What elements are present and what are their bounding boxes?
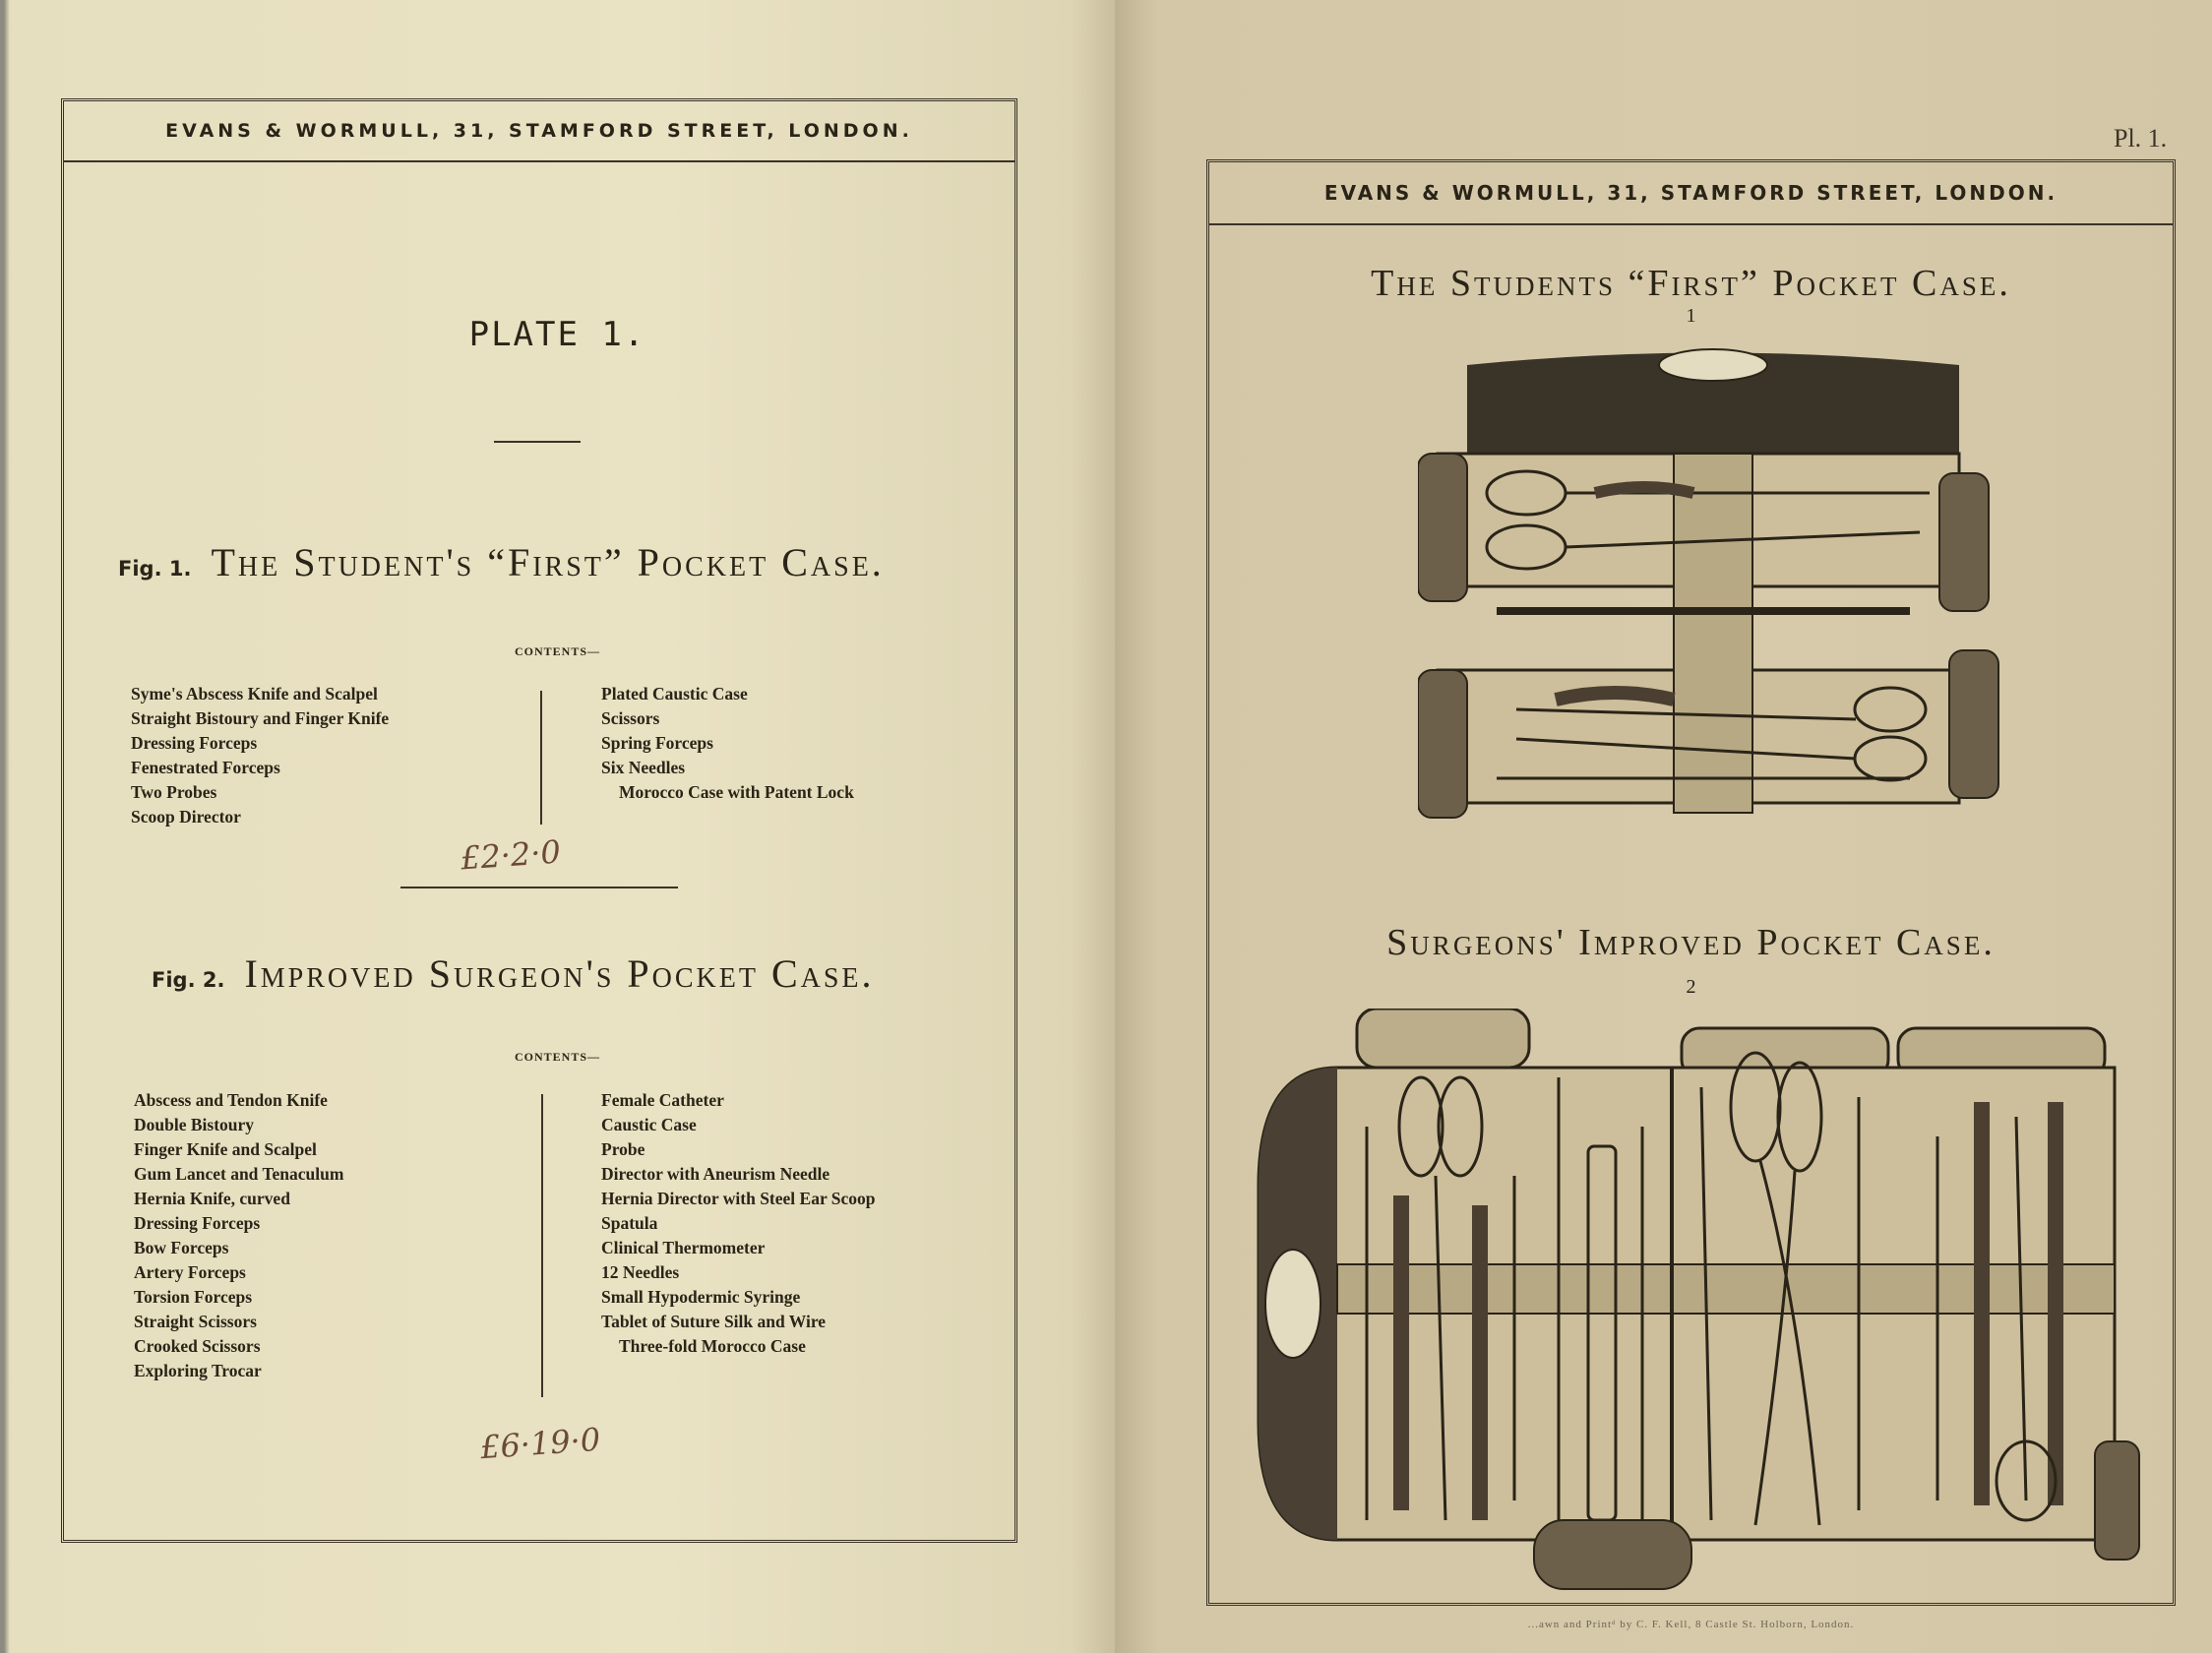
list-item: Artery Forceps: [134, 1262, 246, 1282]
fig2-right-list: Female Catheter Caustic Case Probe Direc…: [601, 1088, 876, 1359]
list-item: Gum Lancet and Tenaculum: [134, 1164, 344, 1184]
fig2-plate-title: Surgeons' Improved Pocket Case.: [1386, 922, 1996, 963]
list-item: Dressing Forceps: [134, 1213, 261, 1233]
instrument-strap: [1336, 1263, 2116, 1315]
list-item: Scoop Director: [131, 807, 241, 826]
maker-stamp: [1264, 1249, 1321, 1359]
list-item: Spatula: [601, 1213, 658, 1233]
list-item: Probe: [601, 1139, 645, 1159]
fig1-left-list: Syme's Abscess Knife and Scalpel Straigh…: [131, 682, 389, 829]
central-strap: [1673, 453, 1753, 814]
case-roll: [1533, 1519, 1692, 1590]
list-item: Plated Caustic Case: [601, 684, 748, 704]
right-page: Pl. 1. EVANS & WORMULL, 31, STAMFORD STR…: [1115, 0, 2212, 1653]
list-item: Hernia Director with Steel Ear Scoop: [601, 1189, 876, 1208]
right-page-frame: EVANS & WORMULL, 31, STAMFORD STREET, LO…: [1206, 159, 2176, 1606]
printer-caption: ...awn and Printᵈ by C. F. Kell, 8 Castl…: [1527, 1619, 1855, 1630]
column-divider: [541, 1094, 543, 1397]
fig2-left-list: Abscess and Tendon Knife Double Bistoury…: [134, 1088, 343, 1383]
list-item: Two Probes: [131, 782, 217, 802]
students-pocket-case-illustration: [1418, 348, 1999, 819]
case-item: Morocco Case with Patent Lock: [619, 782, 854, 802]
list-item: Crooked Scissors: [134, 1336, 261, 1356]
list-item: Small Hypodermic Syringe: [601, 1287, 801, 1307]
fig1-plate-title: The Students “First” Pocket Case.: [1371, 263, 2011, 304]
list-item: Dressing Forceps: [131, 733, 258, 753]
fig1-contents-label: CONTENTS—: [514, 644, 601, 658]
list-item: Six Needles: [601, 758, 686, 777]
list-item: Female Catheter: [601, 1090, 724, 1110]
instruments: [1365, 1051, 2063, 1526]
list-item: Caustic Case: [601, 1115, 697, 1134]
list-item: Exploring Trocar: [134, 1361, 262, 1380]
case-roll: [1418, 669, 1468, 819]
list-item: Straight Scissors: [134, 1312, 257, 1331]
divider: [494, 441, 581, 443]
list-item: Abscess and Tendon Knife: [134, 1090, 328, 1110]
list-item: Syme's Abscess Knife and Scalpel: [131, 684, 378, 704]
case-lid: [1467, 352, 1959, 454]
case-item: Three-fold Morocco Case: [619, 1336, 806, 1356]
surgeons-pocket-case-illustration: [1257, 1009, 2140, 1590]
left-page-frame: EVANS & WORMULL, 31, STAMFORD STREET, LO…: [61, 98, 1017, 1543]
list-item: Hernia Knife, curved: [134, 1189, 290, 1208]
fig2-number: 2: [1686, 976, 1696, 998]
fig2-heading: Fig. 2. Improved Surgeon's Pocket Case.: [152, 950, 875, 997]
list-item: Finger Knife and Scalpel: [134, 1139, 317, 1159]
list-item: Clinical Thermometer: [601, 1238, 766, 1257]
maker-stamp: [1658, 348, 1768, 382]
divider: [400, 887, 678, 888]
instruments: [1485, 469, 1930, 782]
fig2-label: Fig. 2.: [152, 968, 225, 992]
left-page: EVANS & WORMULL, 31, STAMFORD STREET, LO…: [0, 0, 1115, 1653]
list-item: Director with Aneurism Needle: [601, 1164, 830, 1184]
fig1-right-list: Plated Caustic Case Scissors Spring Forc…: [601, 682, 854, 805]
left-header: EVANS & WORMULL, 31, STAMFORD STREET, LO…: [64, 101, 1014, 162]
fig2-title: Improved Surgeon's Pocket Case.: [244, 951, 875, 996]
list-item: 12 Needles: [601, 1262, 680, 1282]
list-item: Double Bistoury: [134, 1115, 255, 1134]
fig1-heading: Fig. 1. The Student's “First” Pocket Case…: [118, 539, 885, 585]
list-item: Bow Forceps: [134, 1238, 229, 1257]
case-roll: [1948, 649, 1999, 799]
fig1-label: Fig. 1.: [118, 557, 192, 581]
list-item: Spring Forceps: [601, 733, 713, 753]
case-roll: [2094, 1440, 2140, 1561]
list-item: Fenestrated Forceps: [131, 758, 280, 777]
fig1-title: The Student's “First” Pocket Case.: [211, 540, 885, 584]
fig1-number: 1: [1686, 305, 1696, 327]
case-flap: [1355, 1009, 1531, 1070]
list-item: Scissors: [601, 708, 660, 728]
list-item: Straight Bistoury and Finger Knife: [131, 708, 390, 728]
plate-title: PLATE 1.: [468, 315, 646, 354]
list-item: Tablet of Suture Silk and Wire: [601, 1312, 827, 1331]
list-item: Torsion Forceps: [134, 1287, 253, 1307]
fig1-price: £2·2·0: [459, 832, 562, 878]
column-divider: [540, 691, 542, 825]
case-roll: [1938, 472, 1990, 612]
fig2-contents-label: CONTENTS—: [514, 1050, 601, 1064]
right-header: EVANS & WORMULL, 31, STAMFORD STREET, LO…: [1209, 162, 2173, 225]
plate-number: Pl. 1.: [2114, 124, 2168, 153]
case-roll: [1418, 453, 1468, 602]
